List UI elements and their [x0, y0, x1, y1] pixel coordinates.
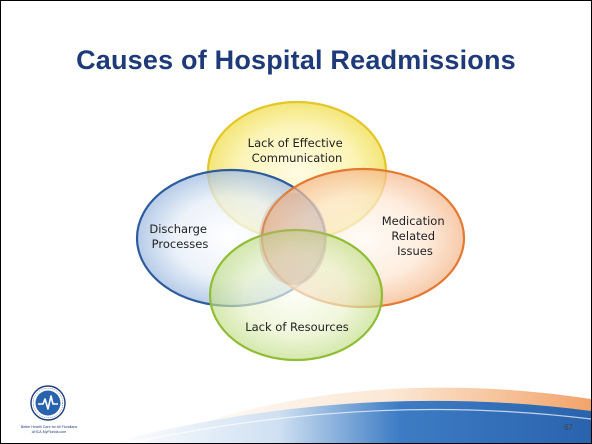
label-medication: Medication Related Issues	[382, 214, 449, 258]
label-resources: Lack of Resources	[245, 320, 349, 334]
label-communication: Lack of Effective Communication	[248, 136, 347, 165]
label-discharge: Discharge Processes	[149, 222, 210, 251]
footer-tagline-line2: AHCA.MyFlorida.com	[31, 429, 67, 434]
footer-tagline: Better Health Care for All Floridians AH…	[9, 425, 89, 434]
circle-resources	[208, 228, 384, 362]
footer-swoosh-highlight	[130, 408, 591, 443]
slide-title: Causes of Hospital Readmissions	[76, 45, 516, 75]
agency-seal-logo	[30, 385, 66, 421]
footer-swoosh-blue	[111, 400, 591, 443]
center-overlap	[259, 193, 327, 285]
footer-tagline-line1: Better Health Care for All Floridians	[20, 425, 78, 429]
page-number: 67	[564, 423, 573, 432]
